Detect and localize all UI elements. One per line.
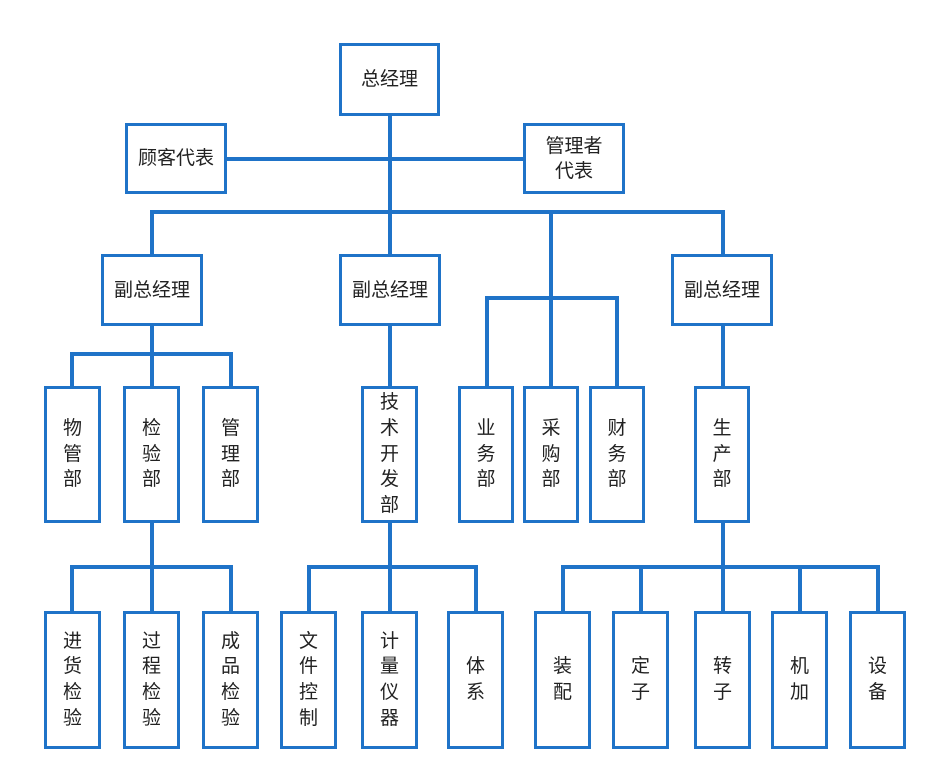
connector — [485, 296, 619, 300]
finished-inspection-box: 成 品 检 验 — [202, 611, 259, 749]
tech-dev-dept-box: 技 术 开 发 部 — [361, 386, 418, 523]
connector — [615, 296, 619, 388]
vp-left-box: 副总经理 — [101, 254, 203, 326]
process-inspection-box: 过 程 检 验 — [123, 611, 180, 749]
connector — [798, 565, 802, 613]
connector — [229, 352, 233, 388]
connector — [721, 565, 725, 613]
stator-box: 定 子 — [612, 611, 669, 749]
connector — [70, 352, 74, 388]
connector — [227, 157, 525, 161]
connector — [876, 565, 880, 613]
purchasing-dept-box: 采 购 部 — [523, 386, 579, 523]
connector — [561, 565, 565, 613]
document-control-box: 文 件 控 制 — [280, 611, 337, 749]
management-dept-box: 管 理 部 — [202, 386, 259, 523]
connector — [485, 296, 489, 388]
system-box: 体 系 — [447, 611, 504, 749]
connector — [639, 565, 643, 613]
connector — [388, 116, 392, 212]
equipment-box: 设 备 — [849, 611, 906, 749]
production-dept-box: 生 产 部 — [694, 386, 750, 523]
connector — [307, 565, 478, 569]
mgmt-rep-box: 管理者 代表 — [523, 123, 625, 194]
finance-dept-box: 财 务 部 — [589, 386, 645, 523]
connector — [150, 352, 154, 388]
connector — [388, 521, 392, 567]
connector — [150, 210, 154, 256]
connector — [721, 521, 725, 567]
connector — [721, 324, 725, 388]
incoming-inspection-box: 进 货 检 验 — [44, 611, 101, 749]
material-dept-box: 物 管 部 — [44, 386, 101, 523]
connector — [388, 324, 392, 388]
customer-rep-box: 顾客代表 — [125, 123, 227, 194]
inspection-dept-box: 检 验 部 — [123, 386, 180, 523]
connector — [474, 565, 478, 613]
measuring-instruments-box: 计 量 仪 器 — [361, 611, 418, 749]
connector — [307, 565, 311, 613]
business-dept-box: 业 务 部 — [458, 386, 514, 523]
vp-right-box: 副总经理 — [671, 254, 773, 326]
connector — [70, 565, 74, 613]
rotor-box: 转 子 — [694, 611, 751, 749]
connector — [388, 565, 392, 613]
ceo-box: 总经理 — [339, 43, 440, 116]
connector — [229, 565, 233, 613]
machining-box: 机 加 — [771, 611, 828, 749]
connector — [150, 521, 154, 567]
connector — [721, 210, 725, 256]
connector — [150, 210, 723, 214]
vp-mid-box: 副总经理 — [339, 254, 441, 326]
connector — [150, 324, 154, 354]
assembly-box: 装 配 — [534, 611, 591, 749]
connector — [388, 210, 392, 256]
connector — [150, 565, 154, 613]
connector — [561, 565, 880, 569]
